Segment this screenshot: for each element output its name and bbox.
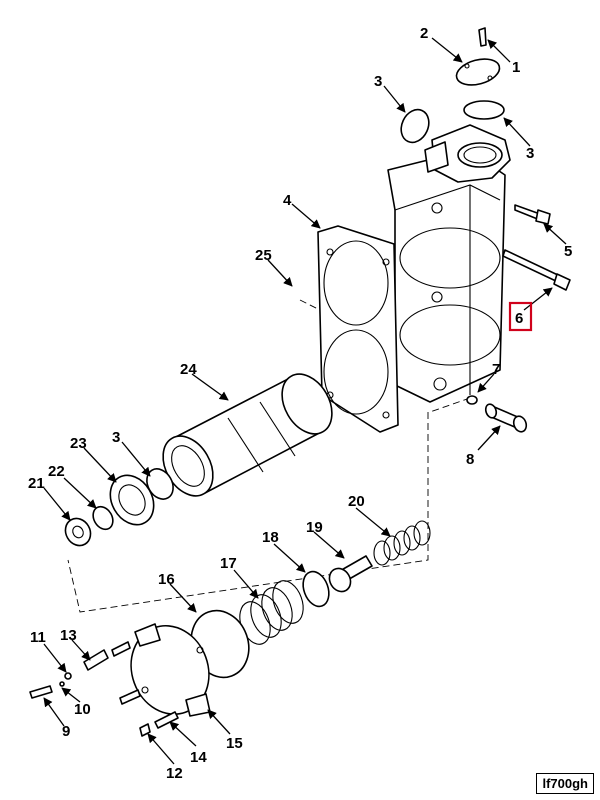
callout-5[interactable]: 5	[564, 243, 572, 260]
callout-9[interactable]: 9	[62, 723, 70, 740]
o-ring-upper	[463, 100, 505, 120]
callout-leaders	[43, 37, 567, 765]
filter-element	[162, 373, 333, 497]
nut	[64, 517, 92, 547]
callout-19[interactable]: 19	[306, 519, 323, 536]
callout-17[interactable]: 17	[220, 555, 237, 572]
callout-labels: 1 2 3 3 3 4 5 6 7 8 9 10 11 12 13 14 15 …	[28, 25, 572, 782]
callout-6[interactable]: 6	[515, 310, 523, 327]
callout-1[interactable]: 1	[512, 59, 520, 76]
valve-19	[328, 555, 373, 593]
callout-4[interactable]: 4	[283, 192, 292, 209]
housing-body	[387, 124, 511, 403]
callout-21[interactable]: 21	[28, 475, 45, 492]
bolt-6	[502, 249, 571, 291]
top-cover	[455, 58, 501, 86]
callout-6-highlight-box	[508, 301, 533, 332]
callout-11[interactable]: 11	[30, 629, 46, 646]
ring-18	[302, 570, 330, 608]
assembly-lines	[67, 299, 471, 613]
callout-14[interactable]: 14	[190, 749, 207, 766]
retaining-ring	[92, 505, 114, 531]
cover-bolt	[478, 27, 487, 47]
callout-2[interactable]: 2	[420, 25, 428, 42]
callout-3-upper-left[interactable]: 3	[374, 73, 382, 90]
callout-3-upper-right[interactable]: 3	[526, 145, 534, 162]
drawing-code-label: lf700gh	[536, 773, 594, 794]
callout-7[interactable]: 7	[492, 361, 500, 378]
o-ring-side	[400, 108, 430, 144]
callout-25[interactable]: 25	[255, 247, 272, 264]
callout-15[interactable]: 15	[226, 735, 243, 752]
callout-23[interactable]: 23	[70, 435, 87, 452]
callout-12[interactable]: 12	[166, 765, 183, 782]
shaft	[484, 403, 528, 433]
end-cap	[109, 474, 155, 526]
callout-22[interactable]: 22	[48, 463, 65, 480]
callout-20[interactable]: 20	[348, 493, 365, 510]
callout-3-lower[interactable]: 3	[112, 429, 120, 446]
callout-16[interactable]: 16	[158, 571, 175, 588]
spring-20	[373, 520, 431, 566]
callout-13[interactable]: 13	[60, 627, 77, 644]
small-hardware	[29, 641, 179, 737]
callout-24[interactable]: 24	[180, 361, 197, 378]
lower-cover	[130, 623, 211, 717]
callout-8[interactable]: 8	[466, 451, 474, 468]
seal-ring	[466, 395, 478, 405]
callout-10[interactable]: 10	[74, 701, 91, 718]
bolt-5	[514, 204, 551, 225]
callout-18[interactable]: 18	[262, 529, 279, 546]
